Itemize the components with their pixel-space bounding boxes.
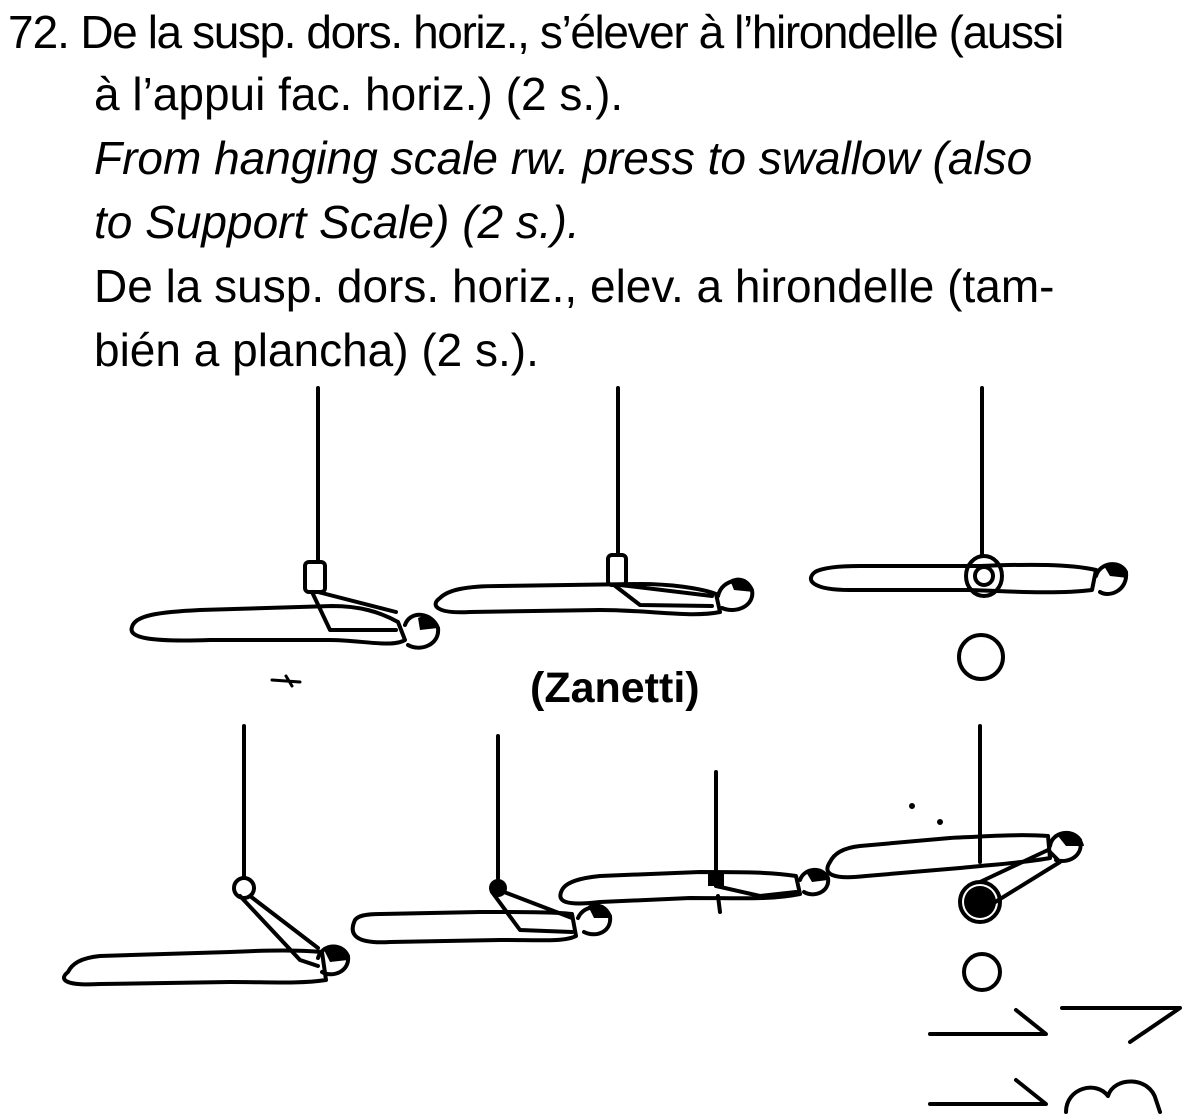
body-7	[825, 833, 1052, 880]
body-2	[433, 582, 722, 617]
body-5	[350, 910, 578, 945]
english-line-1: From hanging scale rw. press to swallow …	[94, 132, 1033, 184]
arms-5	[490, 890, 574, 934]
top-figure-2	[433, 386, 755, 617]
french-text-1: De la susp. dors. horiz., s’élever à l’h…	[80, 6, 1064, 58]
mark-1	[928, 1008, 1048, 1036]
mark-4	[1064, 1079, 1162, 1114]
hair-3	[1104, 563, 1128, 578]
ring-6	[708, 874, 724, 886]
body-6	[558, 870, 802, 906]
difficulty-marks	[928, 1006, 1182, 1114]
bottom-figure-4	[825, 724, 1084, 924]
arms-2	[612, 583, 714, 608]
head-4	[316, 944, 351, 977]
top-figure-1	[129, 386, 441, 688]
french-line-2: à l’appui fac. horiz.) (2 s.).	[94, 68, 624, 120]
arms-4	[238, 894, 320, 968]
hair-2	[730, 577, 754, 592]
smudge-1	[270, 674, 302, 688]
ring-2	[606, 553, 628, 587]
mark-3	[928, 1078, 1048, 1106]
body-3	[808, 562, 1098, 595]
ring-3	[964, 554, 1004, 598]
hair-5	[588, 903, 612, 918]
arms-7	[978, 848, 1062, 906]
ring-symbol-top	[957, 633, 1005, 681]
ring-1	[303, 560, 327, 594]
top-figure-3	[808, 386, 1129, 681]
ring-7	[964, 886, 996, 918]
arms-6	[714, 884, 798, 914]
mark-2	[1060, 1006, 1182, 1044]
french-line-1: 72. De la susp. dors. horiz., s’élever à…	[8, 0, 1064, 64]
bottom-figure-3	[558, 770, 831, 914]
ring-symbol-bottom	[962, 952, 1002, 992]
speck-1	[909, 803, 915, 809]
hand-3	[973, 565, 995, 587]
bottom-figure-1	[62, 724, 351, 987]
arms-1	[310, 590, 398, 632]
hair-6	[806, 869, 828, 882]
element-number: 72.	[8, 6, 70, 58]
spanish-line-1: De la susp. dors. horiz., elev. a hirond…	[94, 260, 1055, 312]
body-4	[62, 948, 328, 987]
spanish-line-2: bién a plancha) (2 s.).	[94, 324, 539, 376]
hair-4	[324, 947, 348, 962]
element-description: 72. De la susp. dors. horiz., s’élever à…	[0, 0, 1198, 390]
speck-2	[937, 819, 943, 825]
bottom-figure-2	[350, 734, 613, 945]
body-1	[129, 604, 407, 646]
hair-7	[1058, 832, 1084, 846]
credit-label: (Zanetti)	[530, 664, 700, 712]
hair-1	[418, 616, 438, 630]
english-line-2: to Support Scale) (2 s.).	[94, 196, 580, 248]
head-3	[1094, 562, 1129, 596]
